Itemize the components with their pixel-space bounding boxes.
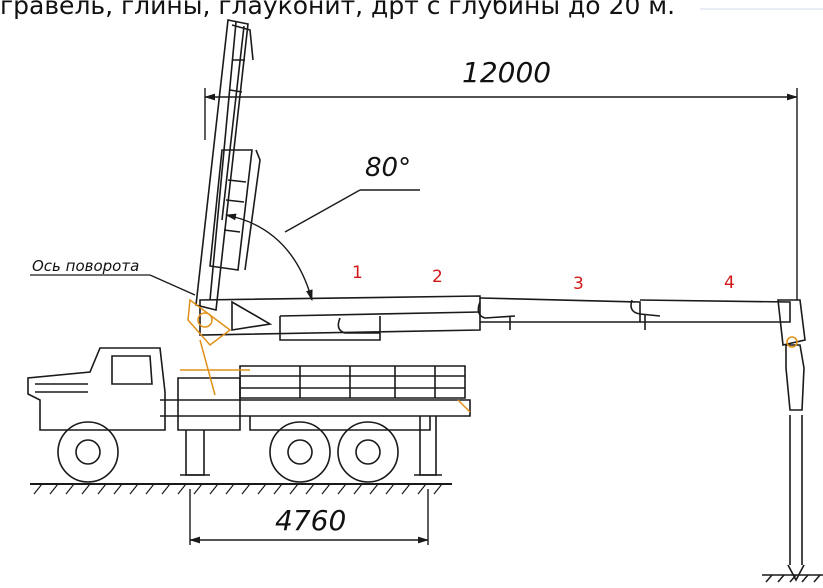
truck-wheels (57, 421, 399, 483)
section-number-3: 3 (573, 274, 584, 294)
drill-head (777, 299, 806, 582)
angle-dim-label: 80° (365, 153, 411, 183)
ground-left (30, 483, 452, 495)
angle-dimension (224, 189, 420, 302)
wheelbase-dim-label: 4760 (275, 504, 346, 537)
rotation-axis-label: Ось поворота (32, 257, 139, 275)
header-rule (700, 8, 823, 10)
horizontal-boom (199, 295, 791, 341)
reach-dim-label: 12000 (462, 56, 551, 89)
raised-boom (195, 19, 261, 311)
rotation-axis-leader (30, 274, 196, 296)
truck (27, 347, 471, 476)
section-number-4: 4 (724, 273, 735, 293)
section-number-2: 2 (432, 267, 443, 287)
ground-right (762, 574, 823, 583)
reach-dimension (203, 88, 799, 300)
header-text: гравель, глины, глауконит, дрт с глубины… (0, 0, 676, 20)
hydraulic-accents (180, 298, 471, 413)
section-number-1: 1 (352, 263, 363, 283)
wheelbase-dimension (188, 489, 430, 545)
